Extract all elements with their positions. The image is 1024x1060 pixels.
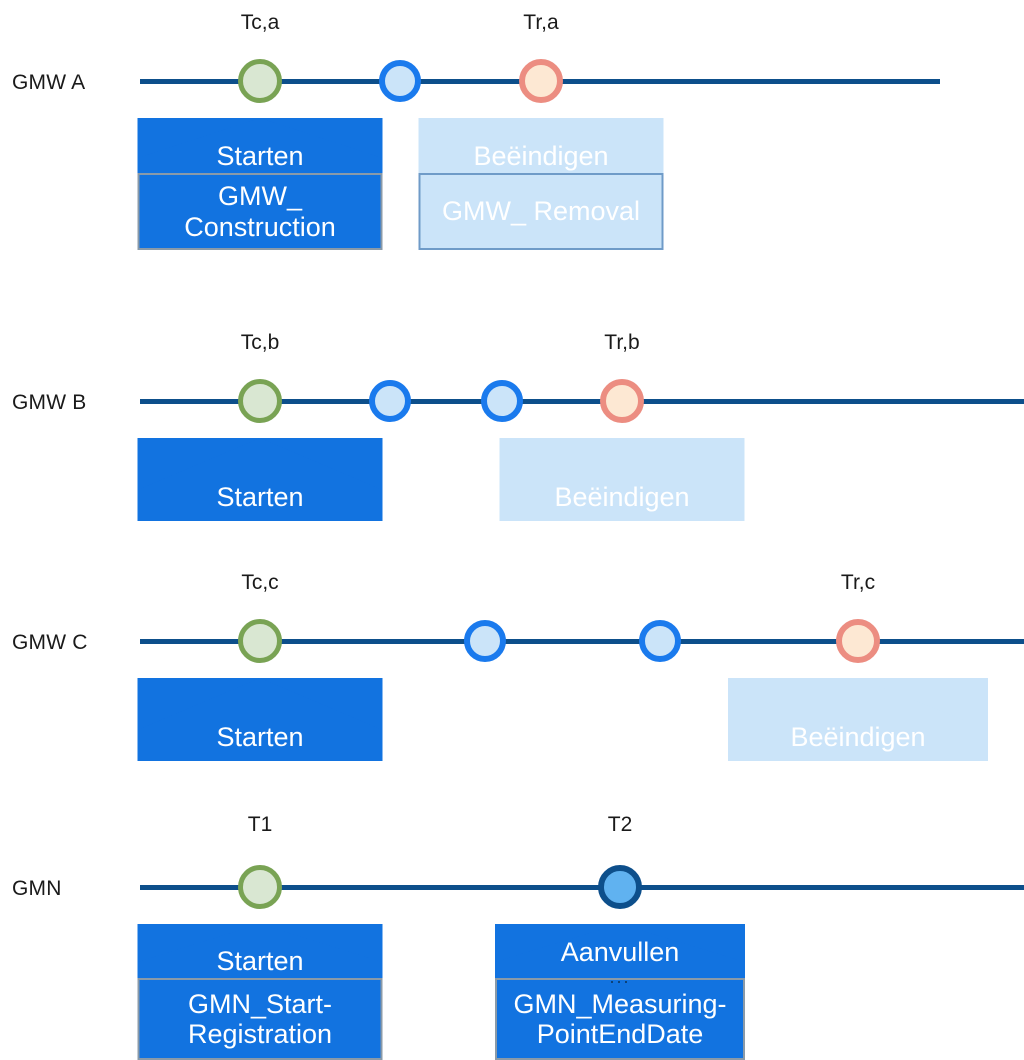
event-dot-start-registration-gmn[interactable]	[238, 865, 282, 909]
callout-beeindigen-gmw-c[interactable]: Beëindigen	[728, 678, 988, 761]
tick-label-t2: T2	[607, 813, 633, 836]
timeline-row-gmw-b: GMW B Tc,b Tr,b Starten Beëindigen	[0, 320, 1024, 540]
callout-starten-gmn-startregistration[interactable]: Starten GMN_Start- Registration	[137, 924, 383, 1060]
callout-banner-label: Starten	[216, 140, 304, 171]
callout-banner-label: Beëindigen	[554, 481, 690, 512]
event-dot-removal-gmw-a[interactable]	[519, 59, 563, 103]
callout-banner: Starten	[137, 924, 383, 978]
callout-banner: Aanvullen ...	[495, 924, 745, 986]
row-label-gmw-b: GMW B	[12, 391, 87, 414]
tick-label-tr-a: Tr,a	[523, 11, 559, 34]
callout-banner: Starten	[137, 438, 383, 521]
callout-banner: Beëindigen	[418, 118, 664, 173]
row-label-gmn: GMN	[12, 877, 62, 900]
tick-label-tr-b: Tr,b	[604, 331, 640, 354]
callout-starten-gmw-b[interactable]: Starten	[137, 438, 383, 521]
event-dot-intermediate-2-gmw-c[interactable]	[639, 620, 681, 662]
event-dot-intermediate-2-gmw-b[interactable]	[481, 380, 523, 422]
callout-starten-gmw-c[interactable]: Starten	[137, 678, 383, 761]
banner-roof-shape	[499, 438, 745, 521]
event-dot-intermediate-gmw-a[interactable]	[379, 60, 421, 102]
banner-roof-shape	[137, 924, 383, 978]
banner-roof-shape	[137, 678, 383, 761]
banner-roof-shape	[495, 924, 745, 978]
callout-banner: Starten	[137, 678, 383, 761]
callout-banner-label: Aanvullen	[560, 936, 680, 967]
callout-banner-label: Starten	[216, 481, 304, 512]
callout-banner: Beëindigen	[728, 678, 988, 761]
callout-banner-label: Starten	[216, 945, 304, 976]
callout-banner-label: Beëindigen	[790, 721, 926, 752]
callout-beeindigen-gmw-removal[interactable]: Beëindigen GMW_ Removal	[418, 118, 664, 250]
callout-aanvullen-gmn-measuringpointenddate[interactable]: Aanvullen ... GMN_Measuring- PointEndDat…	[495, 924, 745, 1060]
banner-roof-shape	[728, 678, 988, 761]
callout-box-label: GMW_ Construction	[137, 173, 383, 250]
callout-banner-label: Beëindigen	[473, 140, 609, 171]
timeline-row-gmn: GMN T1 T2 Starten GMN_Start- Registratio…	[0, 800, 1024, 1060]
tick-label-tr-c: Tr,c	[840, 571, 876, 594]
callout-beeindigen-gmw-b[interactable]: Beëindigen	[499, 438, 745, 521]
callout-banner-ellipsis: ...	[609, 967, 631, 987]
banner-roof-shape	[137, 438, 383, 521]
timeline-axis-gmw-c	[140, 639, 1024, 644]
timeline-row-gmw-a: GMW A Tc,a Tr,a Starten GMW_ Constructio…	[0, 0, 1024, 260]
event-dot-construction-gmw-b[interactable]	[238, 379, 282, 423]
banner-roof-shape	[137, 118, 383, 173]
tick-label-tc-b: Tc,b	[240, 331, 280, 354]
tick-label-t1: T1	[247, 813, 273, 836]
callout-banner: Beëindigen	[499, 438, 745, 521]
callout-box-label: GMW_ Removal	[418, 173, 664, 250]
tick-label-tc-c: Tc,c	[241, 571, 279, 594]
timeline-row-gmw-c: GMW C Tc,c Tr,c Starten Beëindigen	[0, 560, 1024, 780]
callout-box-label: GMN_Start- Registration	[137, 978, 383, 1060]
timeline-axis-gmw-b	[140, 399, 1024, 404]
event-dot-removal-gmw-b[interactable]	[600, 379, 644, 423]
tick-label-tc-a: Tc,a	[240, 11, 280, 34]
callout-banner-label: Starten	[216, 721, 304, 752]
event-dot-intermediate-1-gmw-b[interactable]	[369, 380, 411, 422]
banner-roof-shape	[418, 118, 664, 173]
timeline-axis-gmn	[140, 885, 1024, 890]
row-label-gmw-c: GMW C	[12, 631, 88, 654]
row-label-gmw-a: GMW A	[12, 71, 86, 94]
event-dot-removal-gmw-c[interactable]	[836, 619, 880, 663]
callout-banner: Starten	[137, 118, 383, 173]
event-dot-construction-gmw-c[interactable]	[238, 619, 282, 663]
callout-starten-gmw-construction[interactable]: Starten GMW_ Construction	[137, 118, 383, 250]
event-dot-construction-gmw-a[interactable]	[238, 59, 282, 103]
event-dot-intermediate-1-gmw-c[interactable]	[464, 620, 506, 662]
event-dot-measuring-point-end-gmn[interactable]	[598, 865, 642, 909]
callout-box-label: GMN_Measuring- PointEndDate	[495, 978, 745, 1060]
